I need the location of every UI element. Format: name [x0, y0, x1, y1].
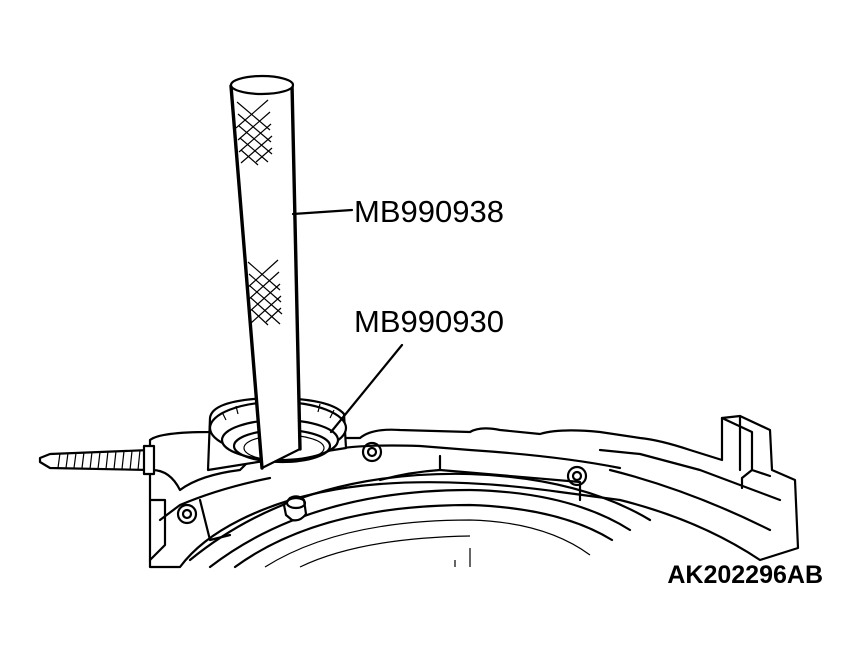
knurl-upper [235, 99, 273, 166]
bolt-hole-top [361, 441, 383, 463]
bolt-hole-right [566, 465, 588, 487]
figure-code: AK202296AB [667, 561, 823, 589]
label-mb990930: MB990930 [354, 304, 504, 339]
leader-line-mb990930 [329, 343, 404, 434]
label-mb990938: MB990938 [354, 194, 504, 229]
dowel-pin [282, 495, 308, 522]
bolt-hole-left [176, 503, 198, 525]
bolt-holes [176, 441, 588, 525]
knurl-lower [246, 259, 283, 326]
threaded-stud [38, 444, 156, 476]
handle-tool-mb990938 [229, 74, 302, 470]
leader-line-mb990938 [291, 208, 354, 216]
